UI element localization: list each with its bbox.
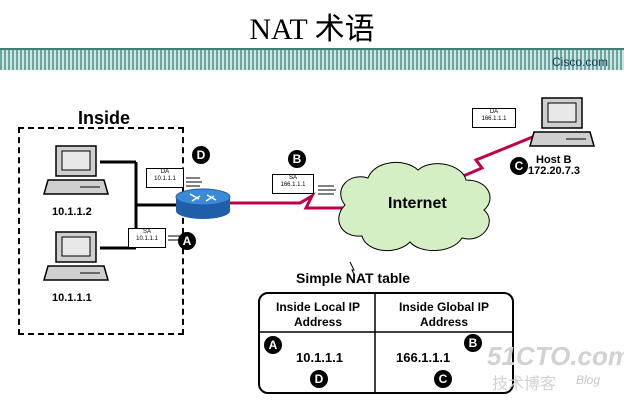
packet-envelope: SA 10.1.1.1 (128, 228, 166, 248)
host-ip-label: 10.1.1.2 (52, 206, 92, 218)
inside-label: Inside (78, 108, 131, 128)
wan-link (228, 192, 345, 210)
host-pc-icon (43, 145, 109, 195)
host-b-label: Host B 172.20.7.3 (528, 155, 580, 177)
cursor-mark (349, 261, 356, 277)
packet-address: 166.1.1.1 (280, 182, 306, 188)
internet-label: Internet (388, 195, 447, 212)
packet-field: SA (288, 175, 297, 181)
header-band-rule (0, 48, 624, 50)
nat-table-global-value: 166.1.1.1 (396, 350, 451, 365)
table-badge-b: B (464, 334, 482, 352)
packet-address: 166.1.1.1 (481, 116, 507, 122)
nat-table-header-global: Inside Global IP Address (398, 300, 490, 329)
nat-table-title: Simple NAT table (296, 270, 411, 286)
watermark-sub: 技术博客 (492, 376, 557, 393)
packet-envelope: DA 10.1.1.1 (146, 168, 184, 188)
header-band (0, 50, 624, 70)
host-b-name: Host B (536, 154, 572, 166)
packet-address: 10.1.1.1 (154, 176, 176, 182)
badge-c: C (510, 157, 528, 175)
internet-cloud (338, 161, 491, 252)
brand-label: Cisco.com (551, 55, 608, 69)
table-badge-d: D (310, 370, 328, 388)
motion-lines (168, 177, 336, 241)
badge-d: D (192, 146, 210, 164)
packet-field: DA (160, 169, 170, 175)
table-badge-c: C (434, 370, 452, 388)
packet-address: 10.1.1.1 (136, 236, 158, 242)
host-pc-icon (43, 231, 109, 281)
host-b-pc-icon (529, 97, 595, 147)
router-icon (175, 188, 231, 219)
page-title: NAT 术语 (249, 13, 375, 46)
inside-boundary (18, 127, 184, 335)
packet-field: SA (142, 229, 151, 235)
packet-field: DA (489, 109, 499, 115)
nat-table-header-local: Inside Local IP Address (275, 300, 361, 329)
badge-a: A (178, 232, 196, 250)
watermark-blog: Blog (576, 373, 601, 387)
packet-envelope: SA 166.1.1.1 (272, 174, 314, 194)
host-b-ip: 172.20.7.3 (528, 165, 580, 177)
nat-table-local-value: 10.1.1.1 (296, 350, 343, 365)
packet-envelope: DA 166.1.1.1 (472, 108, 516, 128)
table-badge-a: A (264, 336, 282, 354)
watermark-site: 51CTO.com (487, 341, 624, 371)
nat-table (258, 292, 514, 394)
badge-b: B (288, 150, 306, 168)
host-ip-label: 10.1.1.1 (52, 292, 92, 304)
